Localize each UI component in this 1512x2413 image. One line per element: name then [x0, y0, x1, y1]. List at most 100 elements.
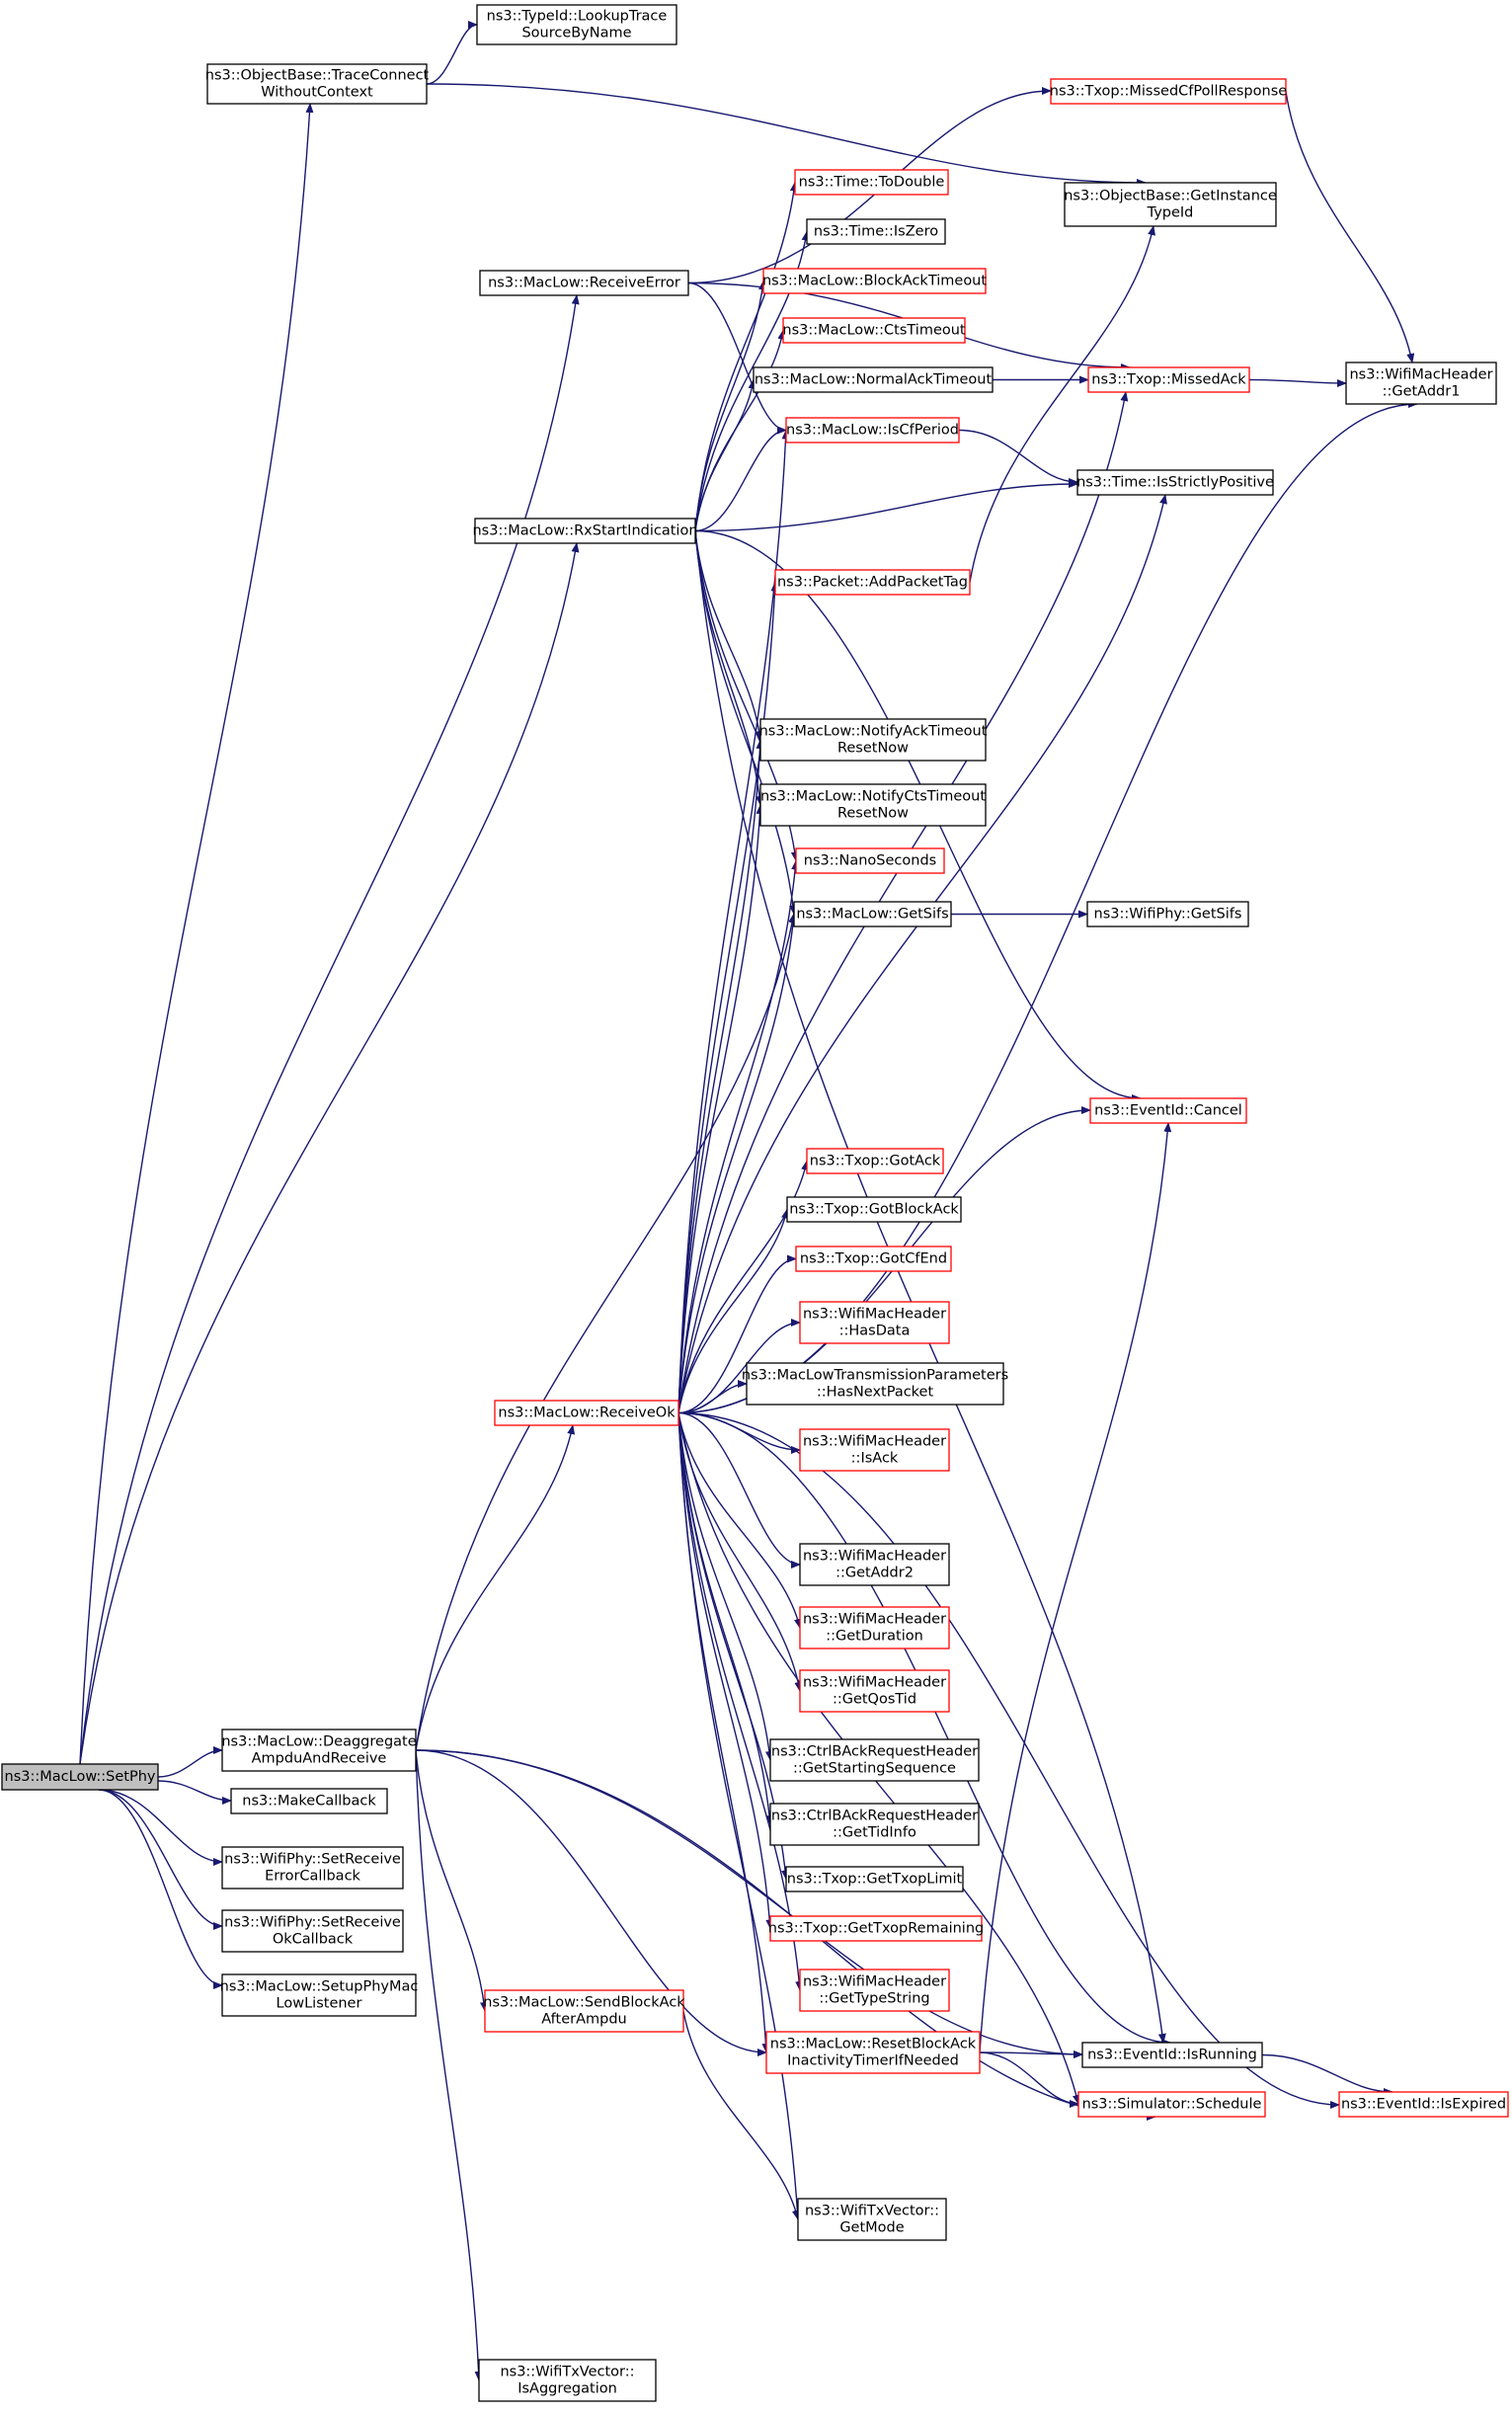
node-getqostid[interactable]: ns3::WifiMacHeader::GetQosTid [799, 1669, 950, 1713]
node-ctstimeout[interactable]: ns3::MacLow::CtsTimeout [782, 317, 966, 344]
node-box [484, 1989, 684, 2033]
edge-isrunning-to-isexpired [1261, 2053, 1393, 2096]
node-getsifs[interactable]: ns3::MacLow::GetSifs [793, 901, 952, 927]
node-gettypestring[interactable]: ns3::WifiMacHeader::GetTypeString [799, 1969, 950, 2012]
node-box [769, 1915, 983, 1942]
node-missedcf[interactable]: ns3::Txop::MissedCfPollResponse [1050, 78, 1287, 105]
edge-rxstart-to-ctstimeout [694, 329, 786, 531]
node-label: ns3::MacLow::ResetBlockAck [770, 2037, 977, 2052]
edge-receiveok-to-gettidinfo [677, 1412, 774, 1825]
node-box [795, 1246, 952, 1272]
node-gotblockack[interactable]: ns3::Txop::GotBlockAck [786, 1196, 962, 1223]
node-label: ns3::WifiTxVector:: [500, 2365, 634, 2380]
node-gettidinfo[interactable]: ns3::CtrlBAckRequestHeader::GetTidInfo [769, 1803, 980, 1846]
node-label: SourceByName [521, 26, 631, 41]
node-getaddr1[interactable]: ns3::WifiMacHeader::GetAddr1 [1345, 362, 1497, 405]
node-isstrictlypositive[interactable]: ns3::Time::IsStrictlyPositive [1076, 469, 1274, 496]
node-label: ns3::MacLow::NotifyCtsTimeout [760, 789, 986, 805]
node-box [794, 169, 949, 196]
node-box [206, 63, 428, 105]
node-isaggregation[interactable]: ns3::WifiTxVector::IsAggregation [478, 2359, 657, 2402]
node-label: ns3::EventId::Cancel [1094, 1103, 1242, 1119]
edge-setphy-to-makecallback [157, 1780, 232, 1805]
node-nanoseconds[interactable]: ns3::NanoSeconds [795, 847, 945, 874]
node-rxstart[interactable]: ns3::MacLow::RxStartIndication [472, 518, 698, 544]
node-label: ns3::Txop::GetTxopLimit [787, 1872, 963, 1888]
node-getduration[interactable]: ns3::WifiMacHeader::GetDuration [799, 1606, 950, 1649]
edge-receiveok-to-getmode [677, 1412, 802, 2220]
node-schedule[interactable]: ns3::Simulator::Schedule [1077, 2091, 1266, 2118]
node-normalacktimeout[interactable]: ns3::MacLow::NormalAckTimeout [753, 366, 994, 393]
node-gotack[interactable]: ns3::Txop::GotAck [806, 1148, 944, 1174]
node-gettxopremaining[interactable]: ns3::Txop::GetTxopRemaining [768, 1915, 984, 1942]
node-blockacktimeout[interactable]: ns3::MacLow::BlockAckTimeout [762, 268, 987, 294]
node-missedack[interactable]: ns3::Txop::MissedAck [1087, 366, 1250, 393]
node-makecallback[interactable]: ns3::MakeCallback [230, 1788, 388, 1814]
node-isack[interactable]: ns3::WifiMacHeader::IsAck [799, 1428, 950, 1472]
edge-rxstart-to-normalacktimeout [694, 378, 756, 531]
node-label: ns3::WifiMacHeader [803, 1549, 946, 1565]
node-setphy[interactable]: ns3::MacLow::SetPhy [1, 1763, 159, 1791]
node-isexpired[interactable]: ns3::EventId::IsExpired [1338, 2091, 1509, 2118]
node-box [221, 1909, 404, 1953]
node-box [478, 2359, 657, 2402]
node-receiveerror[interactable]: ns3::MacLow::ReceiveError [479, 270, 689, 296]
node-label: ns3::Txop::MissedCfPollResponse [1050, 84, 1287, 100]
node-label: ::GetStartingSequence [793, 1761, 956, 1777]
node-hasdata[interactable]: ns3::WifiMacHeader::HasData [799, 1301, 950, 1344]
node-gotcfend[interactable]: ns3::Txop::GotCfEnd [795, 1246, 952, 1272]
node-label: TypeId [1147, 205, 1194, 221]
node-getmode[interactable]: ns3::WifiTxVector::GetMode [797, 2198, 947, 2241]
edge-receiveok-to-hasnextpacket [677, 1380, 748, 1414]
node-label: ns3::MacLow::RxStartIndication [472, 523, 697, 539]
node-box [774, 569, 971, 596]
node-label: ns3::WifiPhy::SetReceive [224, 1852, 401, 1868]
edge-receiveok-to-getaddr2 [677, 1411, 801, 1568]
edge-missedcf-to-getaddr1 [1285, 91, 1415, 363]
node-box [1081, 2042, 1263, 2068]
node-box [769, 1738, 980, 1782]
node-label: ns3::MacLow::NormalAckTimeout [755, 372, 993, 388]
edge-receiveok-to-gettypestring [677, 1412, 804, 1991]
edge-receiveok-to-isrunning [677, 1411, 1171, 2047]
node-label: ErrorCallback [265, 1869, 360, 1885]
node-getstartingseq[interactable]: ns3::CtrlBAckRequestHeader::GetStartingS… [769, 1738, 980, 1782]
edge-receiveok-to-getduration [677, 1412, 802, 1629]
node-label: ns3::MacLow::CtsTimeout [782, 323, 966, 339]
node-label: ns3::MacLow::GetSifs [796, 907, 948, 923]
node-phygetsifs[interactable]: ns3::WifiPhy::GetSifs [1086, 901, 1249, 927]
node-hasnextpacket[interactable]: ns3::MacLowTransmissionParameters::HasNe… [742, 1362, 1008, 1406]
node-label: ::GetTidInfo [833, 1825, 916, 1841]
node-box [1077, 2091, 1266, 2118]
node-iszero[interactable]: ns3::Time::IsZero [806, 218, 946, 245]
node-cancel[interactable]: ns3::EventId::Cancel [1089, 1097, 1247, 1124]
node-addpackettag[interactable]: ns3::Packet::AddPacketTag [774, 569, 971, 596]
edge-resetblockack-to-isrunning [979, 2050, 1083, 2058]
node-isrunning[interactable]: ns3::EventId::IsRunning [1081, 2042, 1263, 2068]
node-resetblockack[interactable]: ns3::MacLow::ResetBlockAckInactivityTime… [765, 2031, 981, 2074]
edge-deaggregate-to-receiveok [415, 1424, 576, 1751]
node-iscfperiod[interactable]: ns3::MacLow::IsCfPeriod [785, 417, 960, 443]
edge-receiveok-to-gotack [677, 1160, 809, 1413]
edge-iscfperiod-to-isstrictlypositive [958, 429, 1078, 486]
node-label: ns3::MacLow::ReceiveOk [498, 1406, 676, 1421]
node-box [785, 1866, 964, 1892]
node-receiveok[interactable]: ns3::MacLow::ReceiveOk [494, 1400, 679, 1426]
edge-deaggregate-to-resetblockack [415, 1749, 767, 2056]
node-todouble[interactable]: ns3::Time::ToDouble [794, 169, 949, 196]
node-label: ns3::MacLowTransmissionParameters [742, 1368, 1008, 1384]
node-getaddr2[interactable]: ns3::WifiMacHeader::GetAddr2 [799, 1543, 950, 1586]
node-box [793, 901, 952, 927]
node-traceconnect[interactable]: ns3::ObjectBase::TraceConnectWithoutCont… [205, 63, 430, 105]
node-gettxoplimit[interactable]: ns3::Txop::GetTxopLimit [785, 1866, 964, 1892]
node-box [769, 1803, 980, 1846]
